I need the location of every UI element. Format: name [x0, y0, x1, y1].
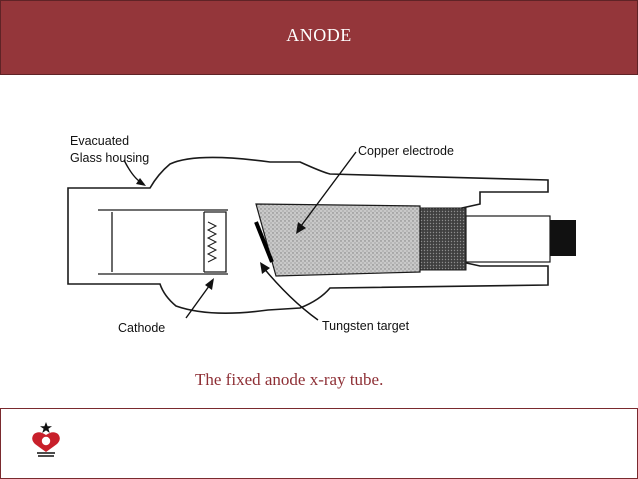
cathode-filament: [206, 221, 218, 263]
slide-header: ANODE: [0, 0, 638, 75]
label-glass-line1: Evacuated: [70, 134, 129, 148]
tungsten-pointer-head: [260, 262, 270, 274]
glass-pointer-head: [136, 178, 146, 186]
label-glass-line2: Glass housing: [70, 151, 149, 165]
slide-footer: [0, 408, 638, 479]
institution-logo-icon: [32, 422, 60, 457]
label-cathode: Cathode: [118, 321, 165, 335]
anode-stem: [465, 215, 551, 263]
tungsten-pointer: [261, 265, 319, 321]
anode-terminal: [550, 220, 576, 256]
figure-caption: The fixed anode x-ray tube.: [195, 370, 384, 389]
label-tungsten-target: Tungsten target: [322, 319, 410, 333]
copper-pointer: [297, 151, 357, 231]
xray-tube-diagram: Evacuated Glass housing Copper electrode…: [67, 134, 576, 335]
cathode-pointer-head: [205, 278, 214, 290]
cathode-assembly: [98, 209, 228, 275]
copper-pointer-head: [296, 222, 306, 234]
label-copper-electrode: Copper electrode: [358, 144, 454, 158]
slide-title: ANODE: [286, 25, 352, 45]
copper-electrode: [255, 203, 421, 277]
cathode-pointer: [185, 281, 213, 319]
anode-dense-section: [419, 207, 467, 271]
tungsten-target: [254, 221, 274, 263]
